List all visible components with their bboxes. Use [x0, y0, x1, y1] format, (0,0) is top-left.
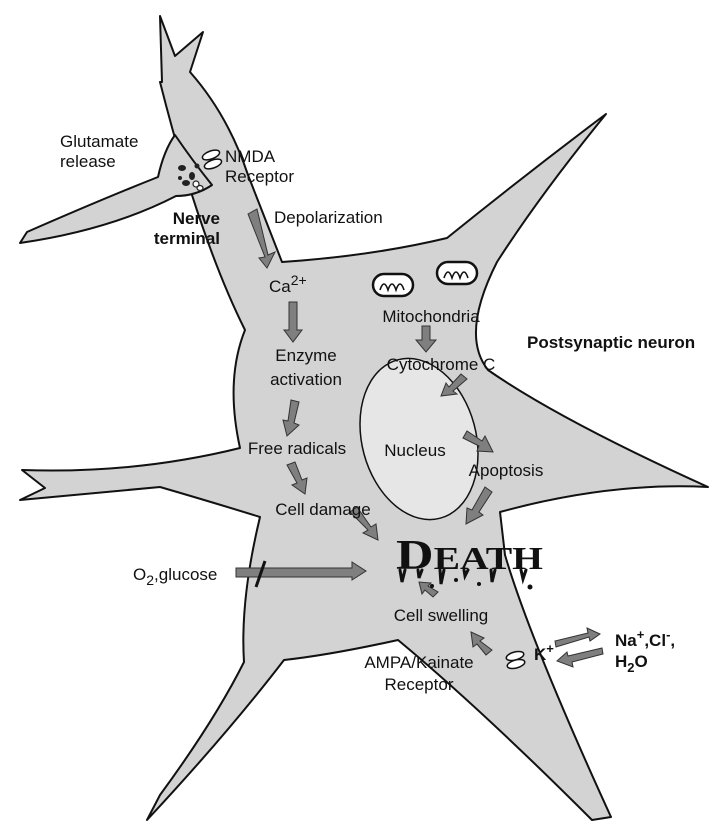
nucleus-label: Nucleus: [384, 441, 445, 460]
cytochrome-c-label: Cytochrome C: [387, 355, 496, 374]
depolarization-label: Depolarization: [274, 208, 383, 227]
na-cl-label: Na+,Cl-,: [615, 627, 675, 650]
mitochondria-label: Mitochondria: [382, 307, 480, 326]
apoptosis-label: Apoptosis: [469, 461, 544, 480]
k-plus-label: K+: [534, 641, 554, 664]
h2o-label: H2O: [615, 652, 648, 675]
cell-swelling-label: Cell swelling: [394, 606, 488, 625]
postsynaptic-neuron-label: Postsynaptic neuron: [527, 333, 695, 352]
arrow-k-out: [555, 628, 600, 647]
o2-glucose-label: O2,glucose: [133, 565, 217, 588]
cell-damage-label: Cell damage: [275, 500, 370, 519]
mitochondrion-icon: [373, 274, 413, 296]
arrow-ions-in: [557, 648, 603, 667]
free-radicals-label: Free radicals: [248, 439, 346, 458]
mitochondrion-icon: [437, 262, 477, 284]
